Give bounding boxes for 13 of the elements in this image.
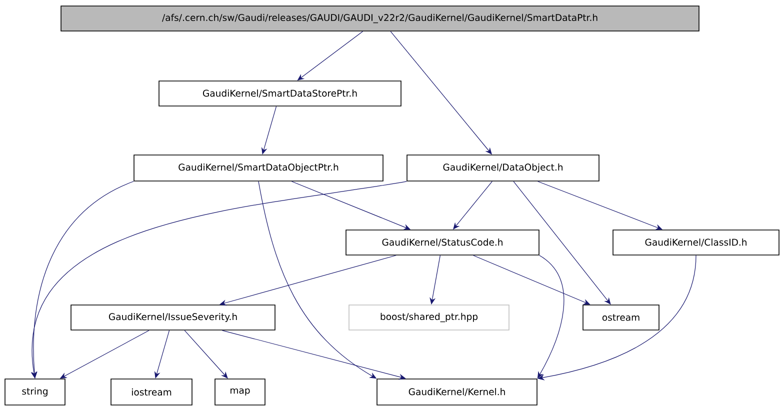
file-box: GaudiKernel/StatusCode.h: [346, 230, 540, 256]
file-box: GaudiKernel/DataObject.h: [406, 154, 600, 182]
file-box: string: [4, 378, 66, 406]
file-box: GaudiKernel/SmartDataObjectPtr.h: [134, 154, 384, 182]
file-box: GaudiKernel/IssueSeverity.h: [70, 304, 276, 330]
file-box: GaudiKernel/Kernel.h: [376, 378, 538, 406]
file-box: /afs/.cern.ch/sw/Gaudi/releases/GAUDI/GAUDI_v22r2/GaudiKernel/GaudiKernel/SmartDataPtr.h: [60, 6, 700, 32]
file-box: ostream: [582, 304, 660, 330]
file-box: boost/shared_ptr.hpp: [348, 304, 510, 330]
file-box: GaudiKernel/ClassID.h: [612, 230, 780, 256]
file-box: iostream: [110, 378, 192, 406]
file-box: map: [214, 378, 266, 406]
file-box: GaudiKernel/SmartDataStorePtr.h: [158, 80, 402, 106]
